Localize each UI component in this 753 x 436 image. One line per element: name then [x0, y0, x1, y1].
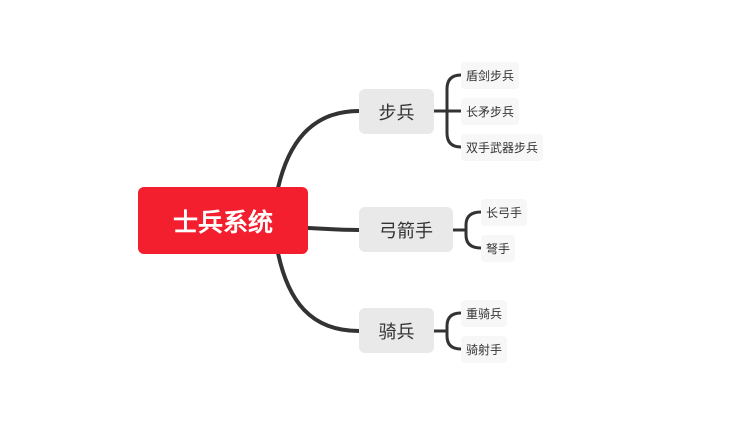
leaf-node-two-handed-infantry[interactable]: 双手武器步兵 — [461, 134, 544, 161]
bracket-archers — [451, 210, 483, 250]
leaf-node-crossbowman[interactable]: 弩手 — [481, 235, 516, 262]
leaf-node-label: 双手武器步兵 — [466, 141, 539, 155]
branch-node-archers[interactable]: 弓箭手 — [359, 207, 453, 252]
leaf-node-label: 盾剑步兵 — [466, 69, 515, 83]
leaf-node-heavy-cavalry[interactable]: 重骑兵 — [461, 300, 508, 327]
root-node[interactable]: 士兵系统 — [138, 187, 308, 254]
leaf-node-longbowman[interactable]: 长弓手 — [481, 199, 528, 226]
leaf-node-label: 弩手 — [486, 242, 511, 256]
connector-root-to-infantry — [276, 109, 361, 190]
branch-node-label: 弓箭手 — [379, 220, 433, 242]
branch-node-label: 骑兵 — [378, 321, 415, 343]
connector-root-to-archers — [306, 226, 361, 232]
bracket-infantry — [432, 73, 463, 149]
branch-node-label: 步兵 — [378, 102, 415, 124]
connector-root-to-cavalry — [276, 251, 361, 333]
leaf-node-label: 长弓手 — [486, 206, 523, 220]
leaf-node-label: 重骑兵 — [466, 307, 503, 321]
leaf-node-horse-archer[interactable]: 骑射手 — [461, 336, 508, 363]
leaf-node-label: 长矛步兵 — [466, 105, 515, 119]
bracket-cavalry — [431, 311, 463, 351]
branch-node-cavalry[interactable]: 骑兵 — [359, 308, 434, 353]
leaf-node-spear-infantry[interactable]: 长矛步兵 — [461, 98, 520, 125]
root-node-label: 士兵系统 — [172, 207, 273, 237]
leaf-node-sword-shield-infantry[interactable]: 盾剑步兵 — [461, 62, 520, 89]
branch-node-infantry[interactable]: 步兵 — [359, 89, 434, 134]
leaf-node-label: 骑射手 — [466, 343, 503, 357]
